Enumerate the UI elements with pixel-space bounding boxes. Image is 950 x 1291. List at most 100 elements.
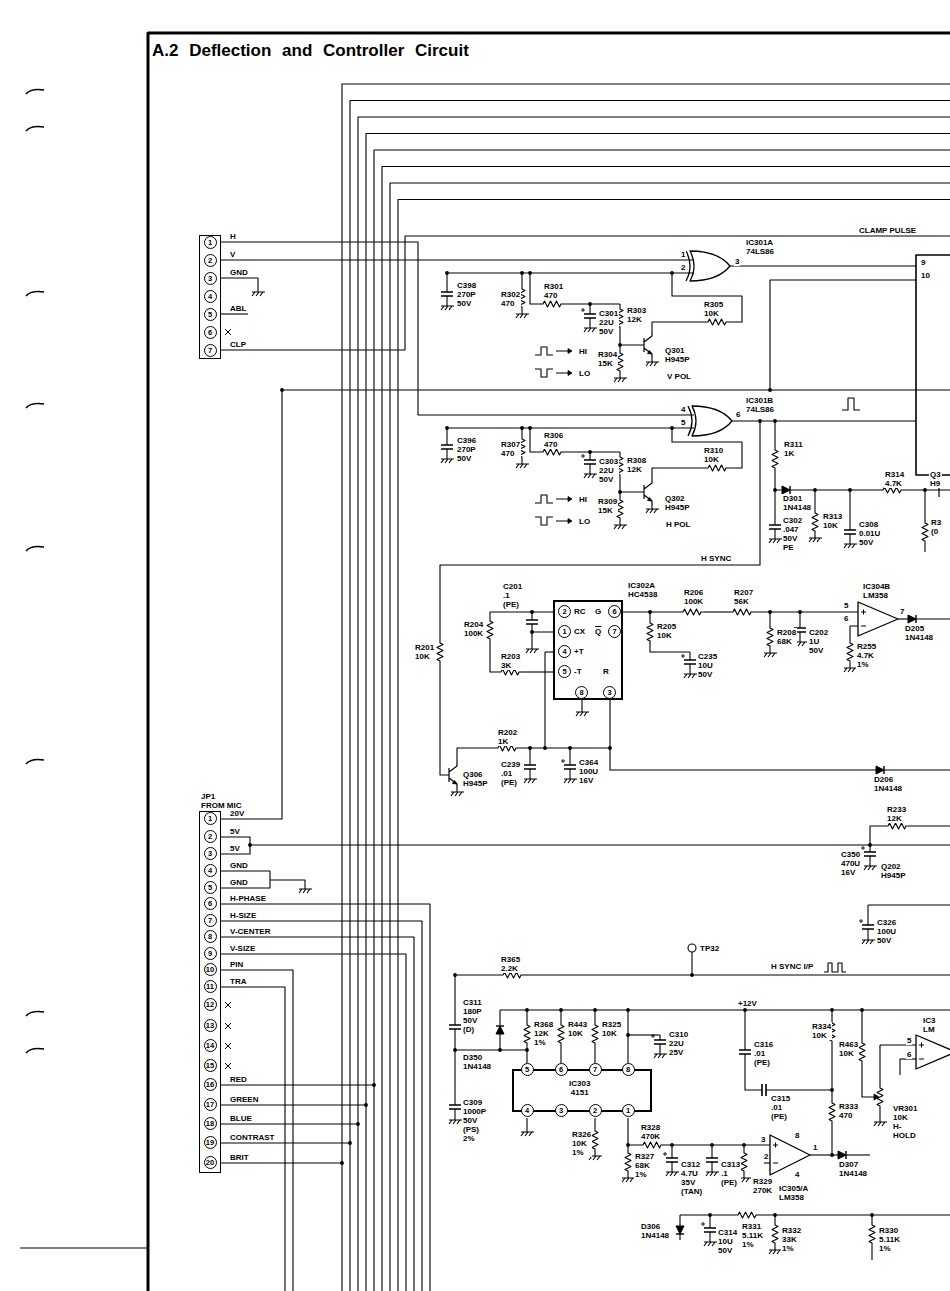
resistor-symbol <box>680 609 704 615</box>
junction-dot <box>559 1008 563 1012</box>
pin-number: 17 <box>204 1098 217 1111</box>
junction-dot <box>530 630 534 634</box>
resistor-symbol <box>859 1040 865 1064</box>
pin-number: 3 <box>603 686 616 699</box>
junction-dot <box>648 610 652 614</box>
junction-dot <box>445 271 449 275</box>
part-label: C396 270P 50V <box>456 436 477 463</box>
punch-mark <box>26 1049 44 1054</box>
part-label: R305 10K <box>703 300 724 318</box>
part-label: Q202 H945P <box>880 862 906 880</box>
diode-symbol <box>838 1151 846 1159</box>
signal-label: CONTRAST <box>229 1133 275 1142</box>
signal-label: RED <box>229 1075 248 1084</box>
junction-dot <box>626 1143 630 1147</box>
pin-number: 2 <box>204 254 217 267</box>
wire <box>545 651 553 652</box>
resistor-symbol <box>540 449 564 455</box>
resistor-symbol <box>705 319 729 325</box>
punch-mark <box>26 404 44 409</box>
resistor-symbol <box>847 640 853 664</box>
bus-wire <box>342 84 950 1291</box>
wire <box>221 313 248 314</box>
pin-number: 1 <box>204 236 217 249</box>
signal-label: V-SIZE <box>229 944 256 953</box>
test-point <box>688 944 696 952</box>
part-label: IC305/A LM358 <box>778 1184 809 1202</box>
wire <box>221 921 422 1291</box>
ic-outline <box>916 255 950 475</box>
wire <box>490 642 498 672</box>
pin-number: 1 <box>622 1104 635 1117</box>
wire <box>521 273 522 286</box>
signal-label: 5 <box>843 601 849 610</box>
capacitor-polarity <box>581 454 585 458</box>
bus-wire <box>374 150 950 1291</box>
pulse-glyph <box>535 369 570 377</box>
capacitor-polarity <box>651 1034 655 1038</box>
wire <box>652 322 705 332</box>
junction-dot <box>870 1213 874 1217</box>
capacitor-polarity <box>701 1222 705 1226</box>
capacitor-polarity <box>861 846 865 850</box>
pin-number: 7 <box>589 1063 602 1076</box>
junction-dot <box>528 746 532 750</box>
arrow-head <box>568 371 572 376</box>
resistor-symbol <box>625 1150 631 1174</box>
junction-dot <box>453 1048 457 1052</box>
wire <box>544 652 545 748</box>
junction-dot <box>528 426 532 430</box>
wire <box>861 1010 862 1040</box>
pin-name: R <box>603 667 609 676</box>
part-label: R302 470 <box>500 290 521 308</box>
diode-bar <box>496 1025 504 1026</box>
wire <box>774 490 775 525</box>
part-label: R331 5.11K 1% <box>741 1222 764 1249</box>
signal-label: CLP <box>229 340 247 349</box>
wire <box>440 664 443 775</box>
wire <box>454 1050 455 1105</box>
junction-dot <box>768 610 772 614</box>
part-label: C316 .01 (PE) <box>753 1040 774 1067</box>
resistor-symbol <box>877 1085 883 1109</box>
junction-dot <box>773 1213 777 1217</box>
pin-number: 2 <box>558 605 571 618</box>
ground-symbol <box>441 455 454 463</box>
wire <box>447 427 694 428</box>
wire <box>446 428 447 445</box>
wire <box>909 825 950 826</box>
signal-label: JP1 <box>200 792 216 801</box>
ground-symbol <box>666 1168 679 1176</box>
part-label: R255 4.7K 1% <box>856 642 877 669</box>
capacitor-polarity <box>581 308 585 312</box>
capacitor-symbol <box>441 445 453 449</box>
pin-number: 8 <box>575 686 588 699</box>
pin-number: 18 <box>204 1117 217 1130</box>
ground-symbol <box>704 1238 717 1246</box>
capacitor-polarity <box>663 1152 667 1156</box>
ground-symbol <box>614 521 627 529</box>
diode-symbol <box>908 615 916 623</box>
wire <box>862 1064 874 1097</box>
resistor-symbol <box>829 1100 835 1124</box>
capacitor-symbol <box>584 314 596 318</box>
wire <box>499 1034 500 1050</box>
pin-name: RC <box>574 607 586 616</box>
part-label: IC304B LM358 <box>862 582 891 600</box>
wire <box>446 296 447 302</box>
ground-symbol <box>441 302 454 310</box>
resistor-symbol <box>437 640 443 664</box>
junction-dot <box>525 1048 529 1052</box>
wire <box>619 452 620 454</box>
signal-label: 10 <box>920 271 931 280</box>
part-label: D206 1N4148 <box>873 775 903 793</box>
wire <box>775 471 782 490</box>
pin-number: 6 <box>204 897 217 910</box>
resistor-symbol <box>647 620 653 644</box>
wire <box>454 975 455 1025</box>
wire <box>899 1059 900 1075</box>
junction-dot <box>530 610 534 614</box>
pin-number: 7 <box>204 914 217 927</box>
capacitor-symbol <box>441 292 453 296</box>
